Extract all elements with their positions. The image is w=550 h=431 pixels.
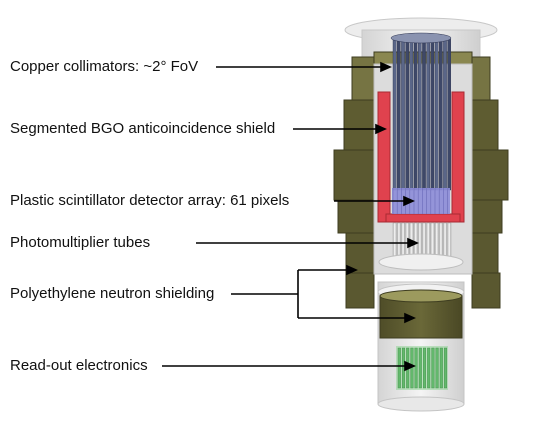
collimator-tube [443,37,447,191]
collimator-tube [409,37,414,191]
collimator-arrowhead [380,61,392,73]
neutron-shield-plug [379,295,463,339]
copper-collimators [390,32,452,191]
neutron-arrowhead-lower [404,312,416,324]
label-bgo-shield: Segmented BGO anticoincidence shield [10,120,276,137]
collimator-tube [422,37,426,191]
pmt-tube [447,222,452,262]
electronics-arrowhead [404,360,416,372]
bgo-shield [377,91,465,223]
label-pmt: Photomultiplier tubes [10,234,151,251]
collimator-tube [439,37,443,191]
electronics-board [439,347,443,389]
collimator-tube [430,37,435,191]
readout-electronics [396,346,448,390]
collimator-tube [413,37,418,191]
label-neutron-shield: Polyethylene neutron shielding [10,285,215,302]
collimator-tube [397,37,401,191]
collimator-tube [434,37,439,191]
electronics-board [444,347,448,389]
electronics-board [435,347,439,389]
collimator-tube [418,37,422,191]
collimator-tube [405,37,410,191]
pmt-arrowhead [407,237,419,249]
bgo-arrowhead [375,123,387,135]
electronics-board [431,347,435,389]
label-electronics: Read-out electronics [10,357,148,374]
label-collimators: Copper collimators: ~2° FoV [10,58,199,75]
electronics-board [427,347,431,389]
collimator-tube [401,37,405,191]
label-scintillator: Plastic scintillator detector array: 61 … [10,192,290,209]
electronics-board [418,347,422,389]
electronics-board [397,347,401,389]
pmt-base [378,253,464,271]
collimator-tube [447,37,452,191]
collimator-tube [426,37,431,191]
callout-arrows [162,61,419,372]
neutron-arrowhead-upper [346,264,358,276]
scintillator-arrowhead [403,195,415,207]
electronics-board [423,347,427,389]
collimator-tube [392,37,397,191]
collimator-top [390,32,452,44]
electronics-board [414,347,418,389]
